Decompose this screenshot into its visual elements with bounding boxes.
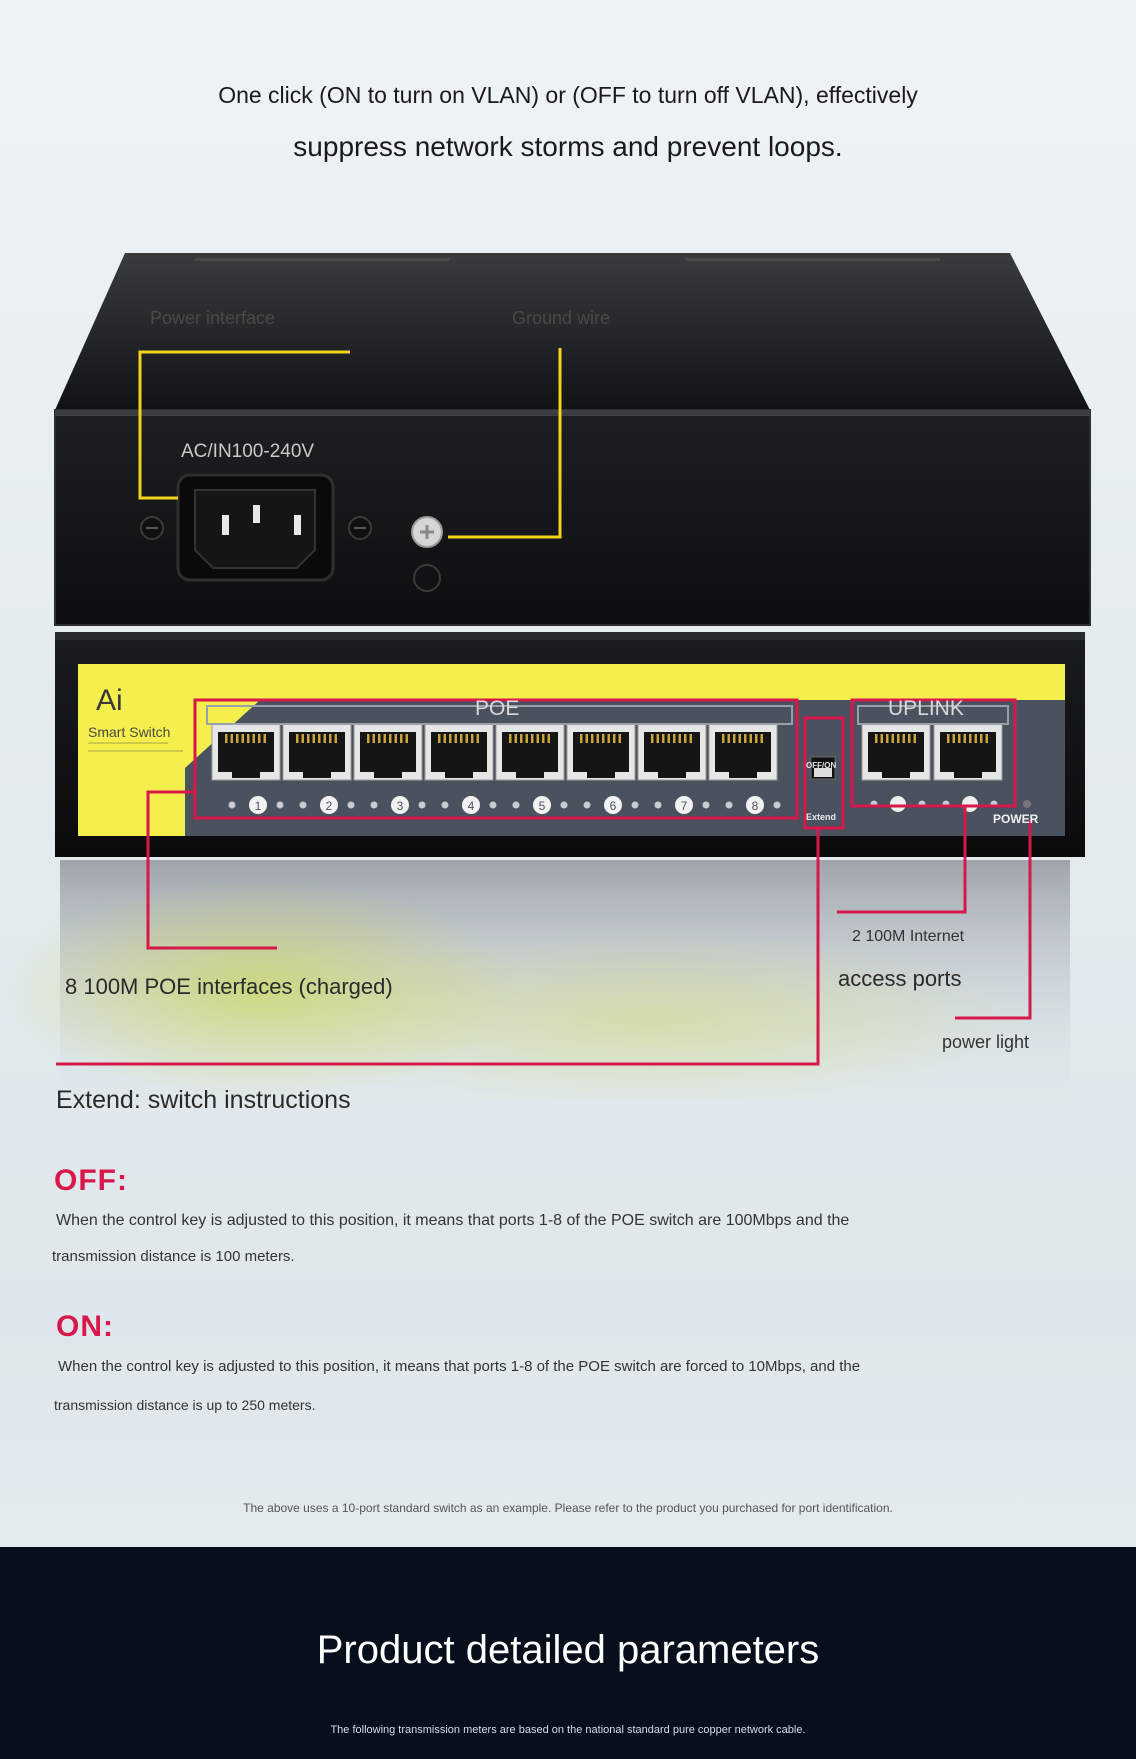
port-led: [773, 801, 781, 809]
port-number-badge: [391, 796, 409, 814]
switch-label-bottom: Extend: [806, 812, 836, 822]
port-led: [489, 801, 497, 809]
uplink-group-label: UPLINK: [888, 697, 964, 720]
port-number-badge: [675, 796, 693, 814]
port-led: [441, 801, 449, 809]
off-description-line-1: When the control key is adjusted to this…: [56, 1212, 850, 1229]
port-number: 6: [610, 799, 617, 813]
poe-port: [353, 723, 423, 781]
port-led: [276, 801, 284, 809]
on-description-line-1: When the control key is adjusted to this…: [58, 1358, 861, 1375]
poe-port: [708, 723, 778, 781]
port-led: [299, 801, 307, 809]
parameters-subtitle: The following transmission meters are ba…: [330, 1724, 806, 1736]
off-title: OFF:: [54, 1164, 128, 1197]
uplink-port: [933, 723, 1003, 781]
poe-port: [566, 723, 636, 781]
port-led: [228, 801, 236, 809]
port-number: 7: [681, 799, 688, 813]
on-title: ON:: [56, 1310, 114, 1343]
port-led: [560, 801, 568, 809]
power-interface-label: Power interface: [150, 308, 276, 328]
ground-wire-label: Ground wire: [512, 308, 611, 328]
on-description-line-2: transmission distance is up to 250 meter…: [54, 1397, 316, 1413]
parameters-banner: [0, 1547, 1136, 1759]
uplink-callout-line-1: 2 100M Internet: [852, 928, 965, 945]
poe-port: [211, 723, 281, 781]
port-number-badge: [746, 796, 764, 814]
power-led-label: POWER: [993, 812, 1039, 826]
poe-port: [424, 723, 494, 781]
port-led: [702, 801, 710, 809]
uplink-port: [861, 723, 931, 781]
port-number-badge: [604, 796, 622, 814]
port-led: [583, 801, 591, 809]
poe-port: [495, 723, 565, 781]
switch-device-drawing: 1 2 3 4 5 6 7 8 Ai Smart Switch POE UPLINK OFF/…: [0, 253, 1091, 1120]
port-number-badge: [249, 796, 267, 814]
port-identification-note: The above uses a 10-port standard switch…: [243, 1501, 893, 1515]
poe-port: [282, 723, 352, 781]
headline-line-2: suppress network storms and prevent loop…: [293, 131, 843, 162]
uplink-callout-line-2: access ports: [838, 966, 962, 991]
poe-group-label: POE: [475, 697, 519, 720]
extend-instructions-title: Extend: switch instructions: [56, 1086, 351, 1114]
poe-ports-callout: 8 100M POE interfaces (charged): [65, 974, 393, 999]
off-description-line-2: transmission distance is 100 meters.: [52, 1248, 295, 1265]
port-led: [725, 801, 733, 809]
brand-mark: Ai: [96, 684, 123, 717]
headline-line-1: One click (ON to turn on VLAN) or (OFF t…: [218, 82, 918, 108]
port-number: 5: [539, 799, 546, 813]
power-light-callout: power light: [942, 1032, 1030, 1052]
port-number: 4: [468, 799, 475, 813]
port-number: 8: [752, 799, 759, 813]
uplink-port-badge: [890, 796, 906, 812]
port-led: [654, 801, 662, 809]
poe-port: [637, 723, 707, 781]
port-number: 3: [397, 799, 404, 813]
port-number: 2: [326, 799, 333, 813]
ac-input-label: AC/IN100-240V: [181, 441, 315, 462]
port-number-badge: [462, 796, 480, 814]
parameters-title: Product detailed parameters: [316, 1628, 820, 1672]
port-led: [631, 801, 639, 809]
poe-port-group: 1 2 3 4 5 6 7 8: [211, 723, 781, 814]
switch-device-illustration: 1 2 3 4 5 6 7 8 Ai Smart Switch POE UPLINK OFF/…: [0, 253, 1091, 1120]
switch-label-top: OFF/ON: [806, 761, 836, 770]
port-led: [347, 801, 355, 809]
port-number: 1: [255, 799, 262, 813]
port-number-badge: [533, 796, 551, 814]
port-led: [370, 801, 378, 809]
product-name: Smart Switch: [88, 724, 170, 740]
port-led: [512, 801, 520, 809]
port-number-badge: [320, 796, 338, 814]
uplink-port-group: [861, 723, 1003, 812]
port-led: [418, 801, 426, 809]
